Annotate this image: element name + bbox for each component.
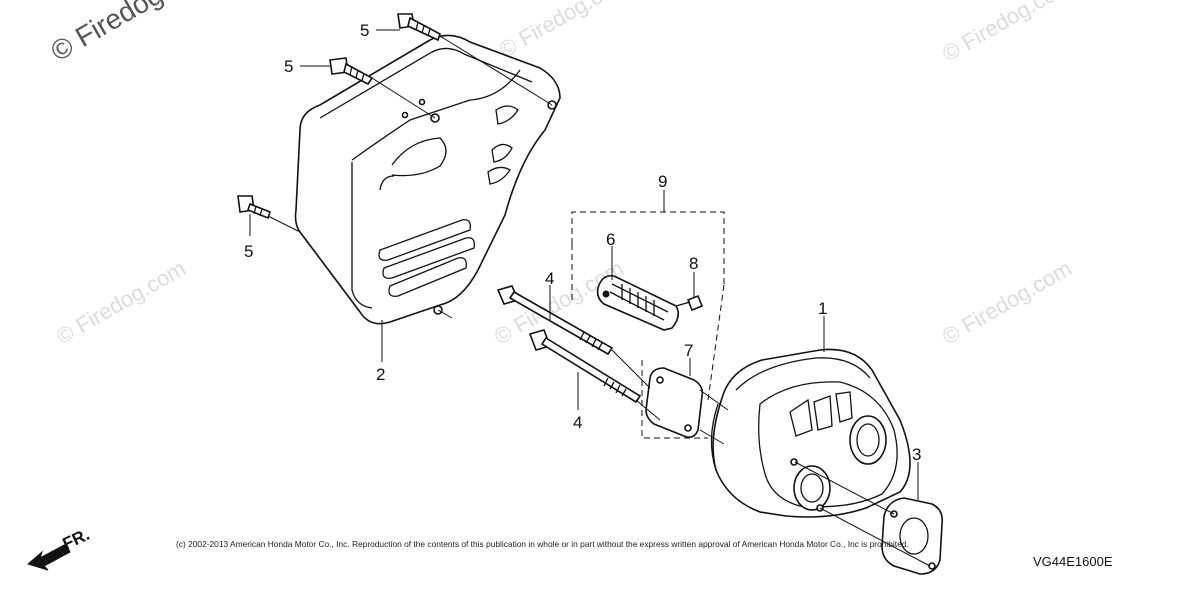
front-arrow-icon — [26, 543, 71, 571]
callout-3: 3 — [912, 445, 921, 464]
spark-arrester-kit-bracket — [571, 211, 725, 439]
flange-bolt-left — [237, 195, 271, 220]
callout-5-middle: 5 — [284, 57, 293, 76]
spark-arrester-part — [596, 274, 680, 331]
callout-8: 8 — [689, 254, 698, 273]
long-bolt-upper — [496, 285, 614, 356]
callout-4-upper: 4 — [545, 269, 554, 288]
spark-arrester-gasket-part — [645, 367, 704, 438]
muffler-body-part — [710, 348, 911, 518]
watermark-top-right: © Firedog.com — [938, 0, 1076, 66]
callout-5-top: 5 — [360, 21, 369, 40]
muffler-gasket-part — [881, 497, 944, 575]
flange-bolt-top — [397, 13, 441, 42]
copyright-notice: (c) 2002-2013 American Honda Motor Co., … — [176, 539, 909, 549]
muffler-protector-part — [294, 34, 561, 325]
callout-5-left: 5 — [244, 242, 253, 261]
watermark-group: © Firedog © Firedog.com © Firedog.com © … — [46, 0, 1076, 349]
figure-code: VG44E1600E — [1033, 554, 1113, 569]
leader-lines — [249, 29, 931, 567]
watermark-top-center: © Firedog.com — [495, 0, 633, 62]
callout-9: 9 — [658, 172, 667, 191]
front-direction-marker: FR. — [26, 525, 93, 571]
watermark-mid-left: © Firedog.com — [52, 255, 190, 349]
callout-6: 6 — [606, 230, 615, 249]
callout-2: 2 — [376, 365, 385, 384]
callout-labels: 5 5 5 2 9 6 8 4 7 4 1 3 — [244, 21, 921, 464]
watermark-mid-right: © Firedog.com — [938, 255, 1076, 349]
long-bolt-lower — [528, 329, 642, 404]
flange-bolt-middle — [329, 57, 374, 86]
tapping-screw-part — [675, 294, 704, 312]
callout-7: 7 — [684, 341, 693, 360]
callout-1: 1 — [818, 299, 827, 318]
watermark-top-left: © Firedog — [46, 0, 168, 67]
callout-4-lower: 4 — [573, 413, 582, 432]
